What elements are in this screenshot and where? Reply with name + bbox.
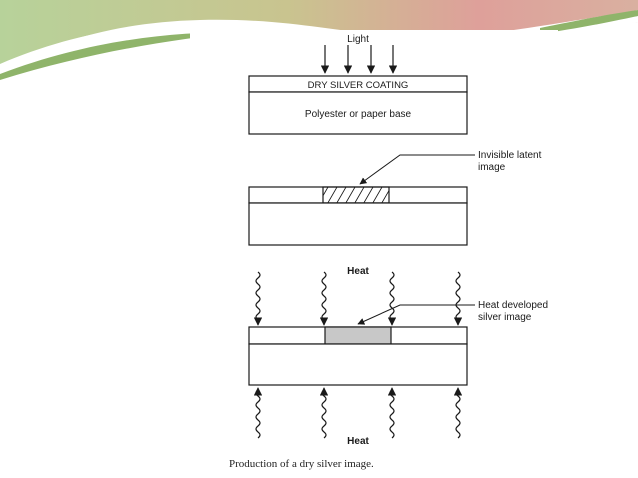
latent-image-region — [322, 186, 390, 204]
light-arrows — [320, 45, 398, 74]
heat-top-label: Heat — [347, 266, 369, 277]
heat-wave-arrow — [319, 271, 329, 326]
heat-wave-arrow — [387, 387, 397, 439]
latent-label-line2: image — [478, 162, 506, 173]
banner-swoosh-green-right — [540, 10, 638, 34]
heat-wave-arrow — [253, 271, 263, 326]
coating-label: DRY SILVER COATING — [308, 80, 409, 91]
dry-silver-diagram: Light DRY SILVER COATING Polyester or pa… — [248, 34, 548, 447]
slide-banner — [0, 0, 638, 80]
developed-label-line1: Heat developed — [478, 300, 548, 311]
banner-band — [0, 0, 638, 68]
figure-caption: Production of a dry silver image. — [229, 458, 374, 470]
heat-waves-top — [253, 271, 463, 326]
light-label: Light — [347, 34, 369, 45]
base-layer-1 — [248, 91, 468, 135]
latent-leader-line — [359, 154, 475, 185]
heat-wave-arrow — [453, 387, 463, 439]
base-layer-2 — [248, 202, 468, 246]
heat-wave-arrow — [453, 271, 463, 326]
heat-waves-bottom — [253, 387, 463, 439]
silver-image-region — [324, 326, 392, 345]
latent-label-line1: Invisible latent — [478, 150, 542, 161]
heat-wave-arrow — [253, 387, 263, 439]
developed-label-line2: silver image — [478, 312, 532, 323]
base-label: Polyester or paper base — [305, 109, 412, 120]
developed-leader-line — [357, 304, 475, 325]
banner-swoosh-white — [0, 10, 638, 72]
heat-bottom-label: Heat — [347, 436, 369, 447]
heat-wave-arrow — [387, 271, 397, 326]
base-layer-3 — [248, 343, 468, 386]
diagram-panel: Light DRY SILVER COATING Polyester or pa… — [190, 30, 558, 478]
heat-wave-arrow — [319, 387, 329, 439]
banner-swoosh-green — [0, 32, 240, 80]
